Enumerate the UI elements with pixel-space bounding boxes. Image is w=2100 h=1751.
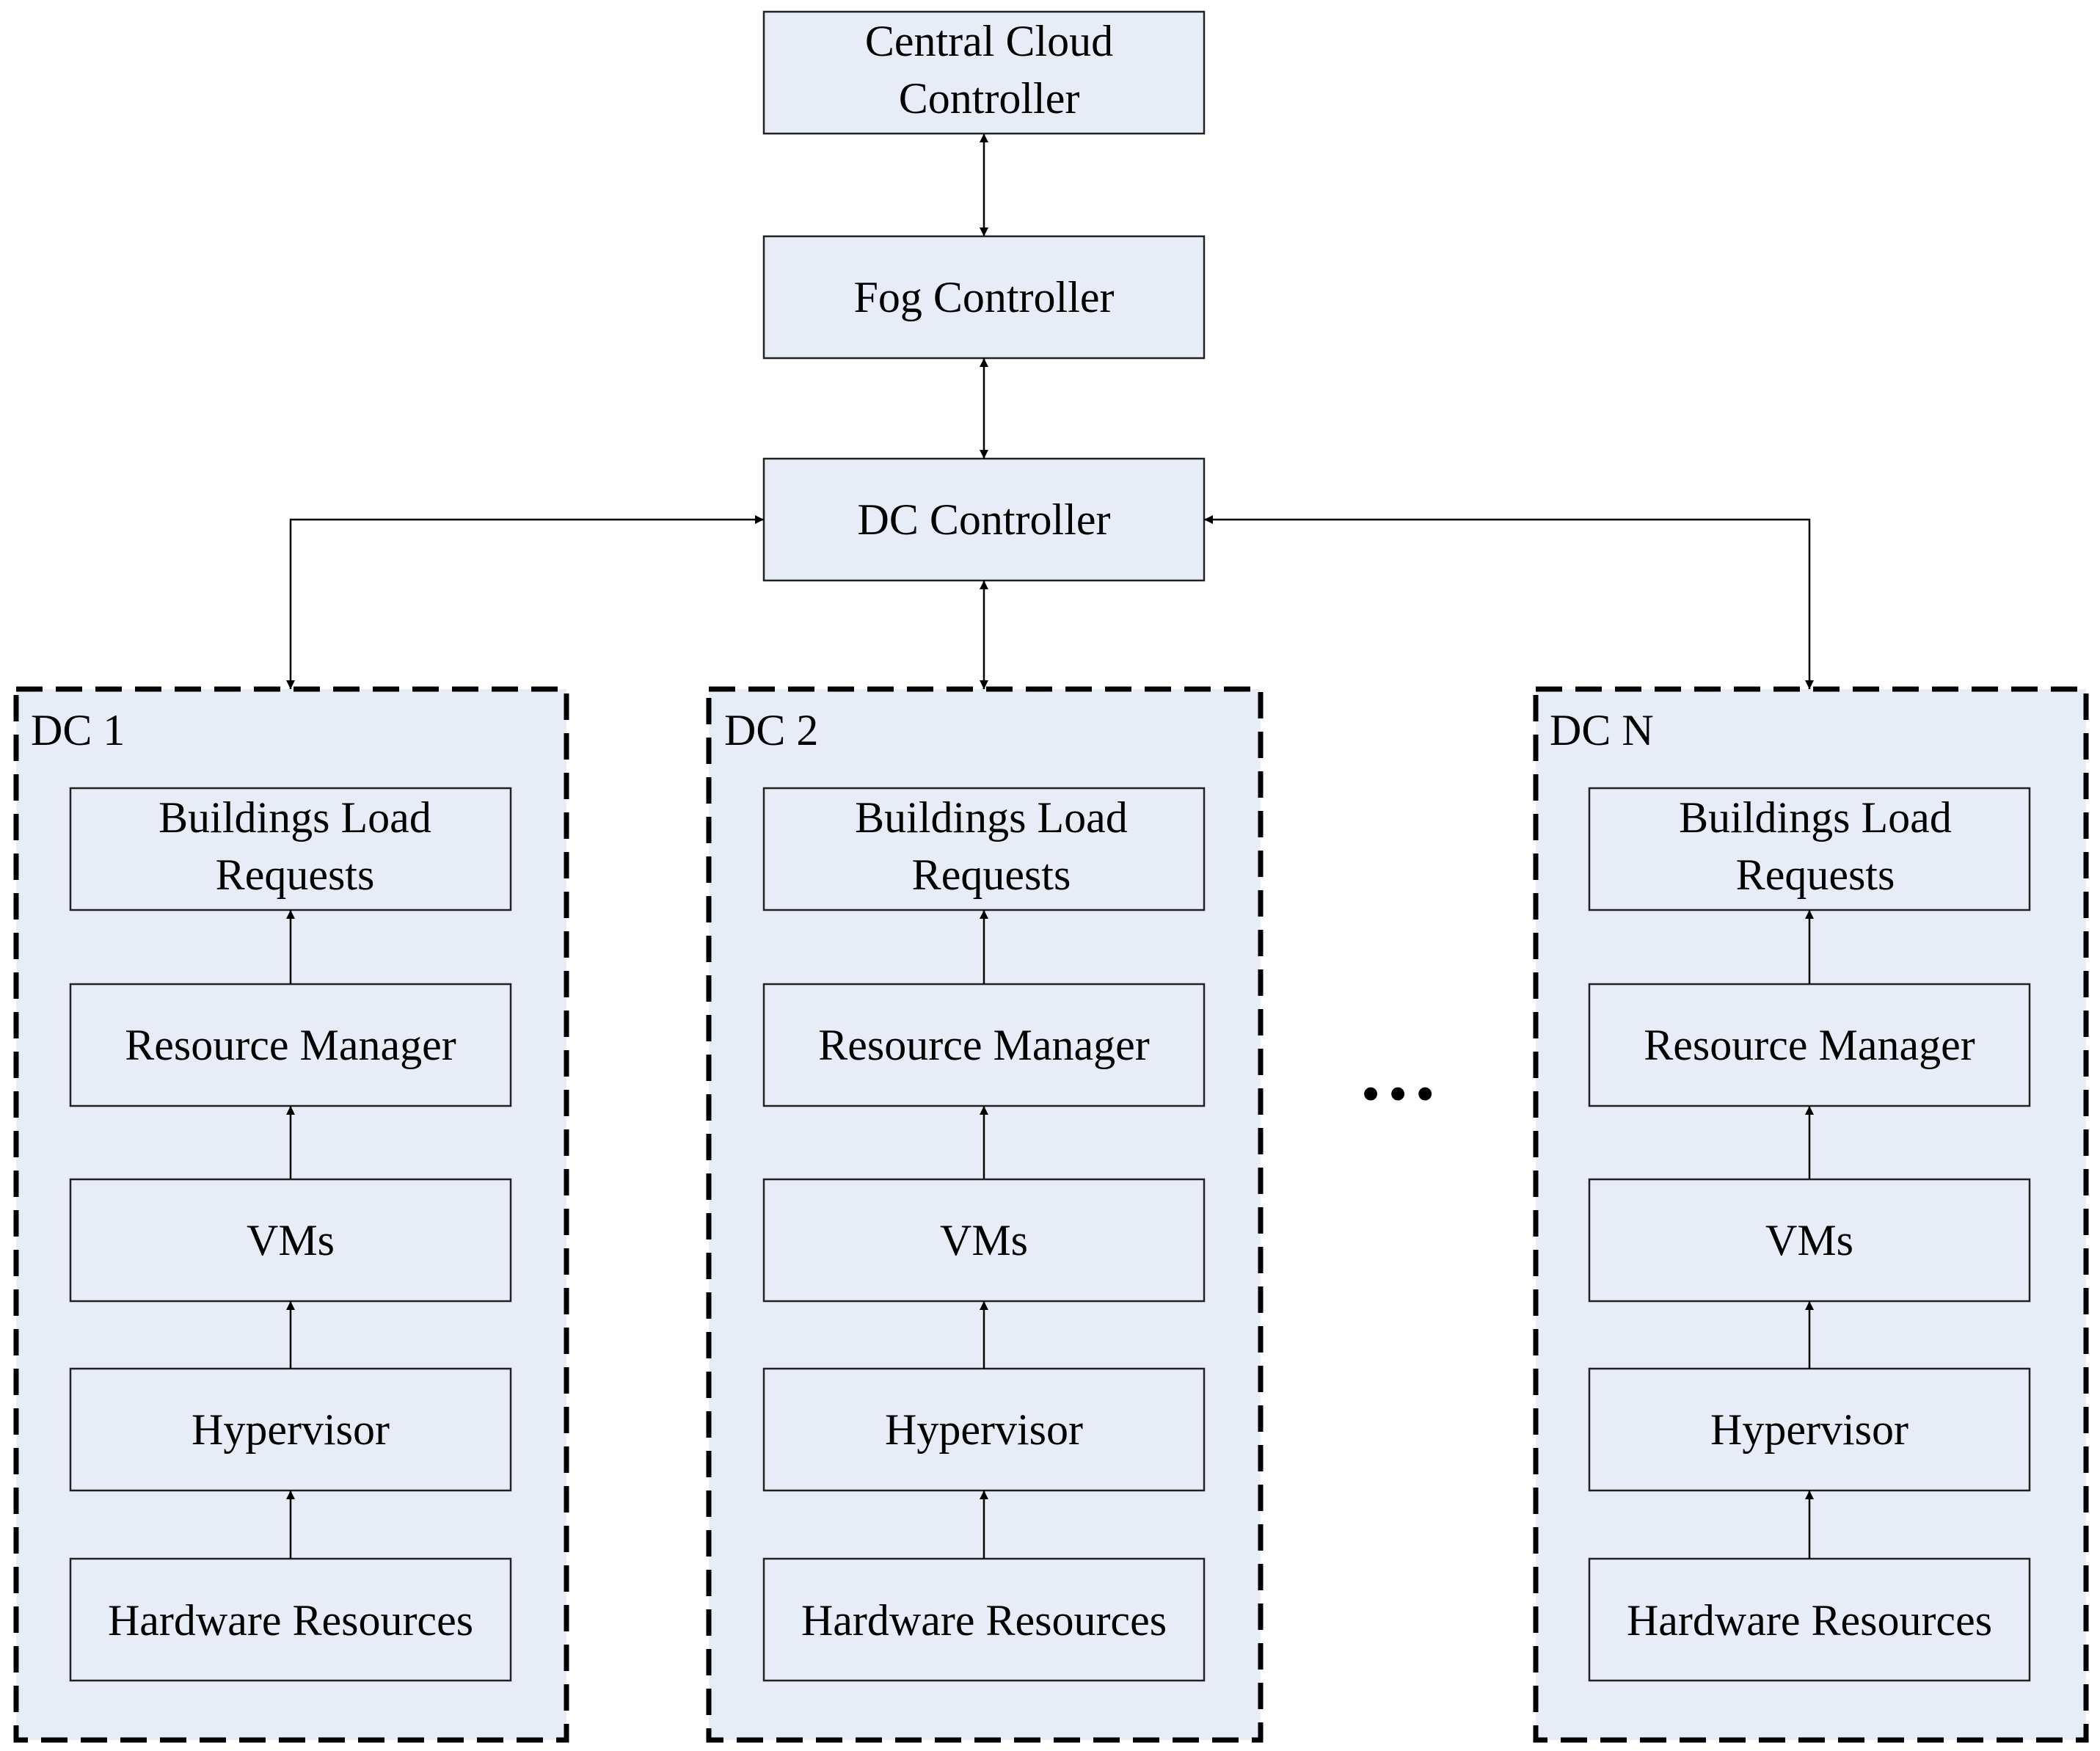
dc-1-buildings-line2: Requests [216, 851, 375, 899]
dc-2-buildings-load-box: Buildings Load Requests [762, 787, 1206, 911]
dc-1-hardware-label: Hardware Resources [108, 1596, 473, 1645]
dc-controller-label: DC Controller [858, 495, 1111, 544]
dc-n-buildings-line2: Requests [1736, 851, 1895, 899]
dc-2-hypervisor-label: Hypervisor [885, 1405, 1083, 1454]
dc-1-container: DC 1 Buildings Load Requests Resource Ma… [13, 686, 569, 1743]
dc-n-container: DC N Buildings Load Requests Resource Ma… [1533, 686, 2089, 1743]
dc-2-vms-label: VMs [940, 1216, 1028, 1264]
dc-n-hardware-label: Hardware Resources [1627, 1596, 1992, 1645]
dc-n-vms-label: VMs [1765, 1216, 1853, 1264]
arrow-dc-controller-dc1-bidirectional [286, 515, 764, 689]
dc-n-hypervisor-box: Hypervisor [1588, 1367, 2031, 1492]
dc-1-hypervisor-box: Hypervisor [69, 1367, 512, 1492]
dc-2-buildings-line2: Requests [912, 851, 1071, 899]
dc-2-vms-box: VMs [762, 1178, 1206, 1303]
dc-2-resource-manager-box: Resource Manager [762, 983, 1206, 1107]
more-dcs-ellipsis: … [1357, 1027, 1438, 1117]
dc-2-hardware-resources-box: Hardware Resources [762, 1557, 1206, 1682]
dc-n-buildings-load-box: Buildings Load Requests [1588, 787, 2031, 911]
dc-2-resource-manager-label: Resource Manager [818, 1021, 1149, 1069]
dc-n-label: DC N [1550, 706, 1654, 754]
dc-1-resource-manager-label: Resource Manager [125, 1021, 456, 1069]
central-cloud-label-line2: Controller [899, 74, 1080, 123]
dc-n-hypervisor-label: Hypervisor [1710, 1405, 1908, 1454]
dc-1-hypervisor-label: Hypervisor [192, 1405, 390, 1454]
dc-2-label: DC 2 [724, 706, 818, 754]
dc-1-buildings-line1: Buildings Load [158, 793, 431, 842]
dc-1-hardware-resources-box: Hardware Resources [69, 1557, 512, 1682]
dc-1-buildings-load-box: Buildings Load Requests [69, 787, 512, 911]
dc-n-hardware-resources-box: Hardware Resources [1588, 1557, 2031, 1682]
dc-n-buildings-line1: Buildings Load [1679, 793, 1952, 842]
dc-1-label: DC 1 [31, 706, 125, 754]
dc-2-container: DC 2 Buildings Load Requests Resource Ma… [706, 686, 1264, 1743]
dc-n-vms-box: VMs [1588, 1178, 2031, 1303]
arrow-dc-controller-dcn-bidirectional [1204, 515, 1814, 689]
fog-controller-label: Fog Controller [854, 273, 1115, 321]
central-cloud-label-line1: Central Cloud [865, 17, 1113, 65]
dc-2-hypervisor-box: Hypervisor [762, 1367, 1206, 1492]
dc-2-hardware-label: Hardware Resources [801, 1596, 1167, 1645]
dc-n-resource-manager-box: Resource Manager [1588, 983, 2031, 1107]
dc-1-resource-manager-box: Resource Manager [69, 983, 512, 1107]
dc-2-buildings-line1: Buildings Load [855, 793, 1128, 842]
dc-controller-box: DC Controller [762, 457, 1206, 582]
fog-controller-box: Fog Controller [762, 235, 1206, 360]
dc-1-vms-label: VMs [247, 1216, 335, 1264]
dc-1-vms-box: VMs [69, 1178, 512, 1303]
central-cloud-controller-box: Central Cloud Controller [762, 10, 1206, 135]
dc-n-resource-manager-label: Resource Manager [1644, 1021, 1975, 1069]
